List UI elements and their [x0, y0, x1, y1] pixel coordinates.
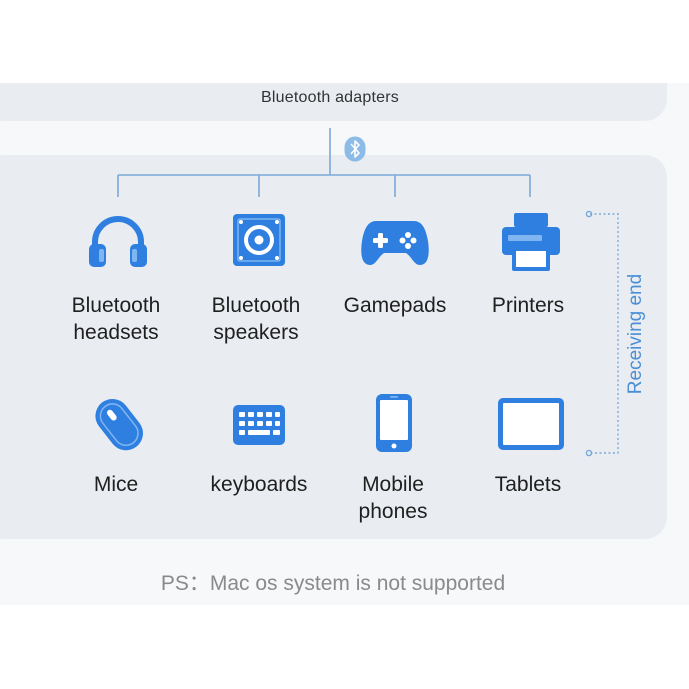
device-label-tablets: Tablets	[494, 473, 562, 496]
device-label-mice: Mice	[93, 473, 139, 496]
keyboard-icon	[233, 405, 285, 445]
device-label-gamepads: Gamepads	[343, 294, 447, 317]
device-label-keyboards: keyboards	[210, 473, 308, 496]
phone-icon	[376, 394, 412, 452]
tablet-icon	[498, 398, 564, 450]
gamepad-icon	[361, 221, 429, 265]
speaker-icon	[233, 214, 285, 266]
device-label-printers: Printers	[491, 294, 565, 317]
mouse-icon	[95, 398, 143, 451]
bluetooth-icon	[344, 136, 366, 162]
bracket-lines	[585, 210, 619, 457]
printer-icon	[502, 213, 560, 271]
footer-note: PS：Mac os system is not supported	[160, 572, 506, 595]
receiving-end-label: Receiving end	[625, 273, 646, 395]
adapter-panel	[0, 83, 667, 121]
headphones-icon	[89, 216, 147, 267]
adapter-label: Bluetooth adapters	[261, 89, 399, 106]
